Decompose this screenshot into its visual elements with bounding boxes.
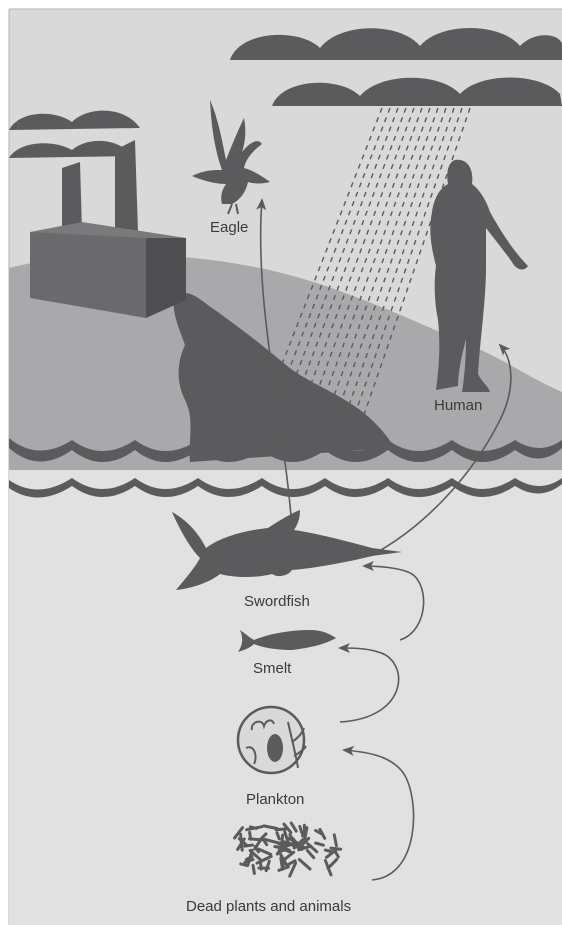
label-human: Human [434, 397, 482, 414]
label-dead-plants-and-animals: Dead plants and animals [186, 898, 351, 915]
label-plankton: Plankton [246, 791, 304, 808]
plankton-icon [238, 707, 306, 773]
label-swordfish: Swordfish [244, 593, 310, 610]
label-smelt: Smelt [253, 660, 292, 677]
label-eagle: Eagle [210, 219, 248, 236]
